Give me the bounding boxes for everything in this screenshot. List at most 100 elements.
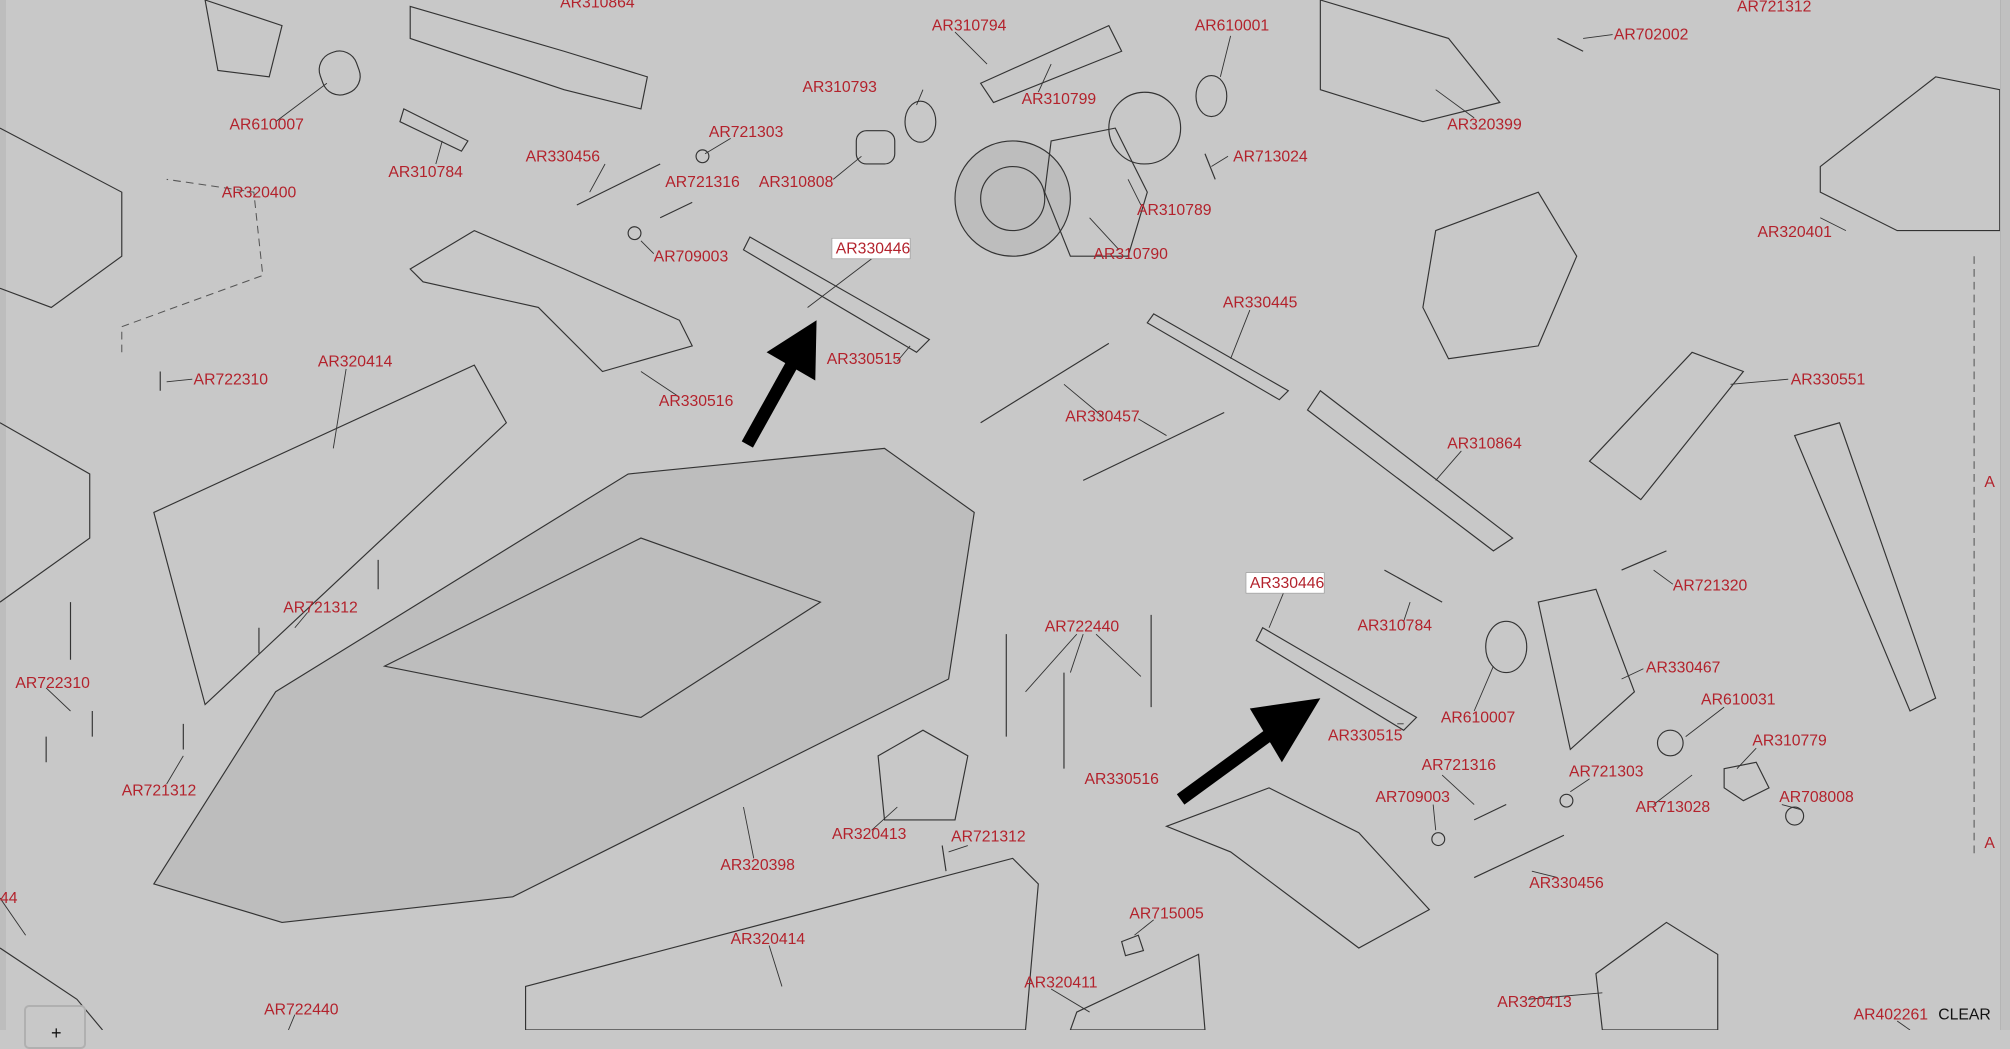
part-label[interactable]: AR330456 [1529,875,1604,892]
part-label[interactable]: AR320414 [318,353,393,370]
part-label[interactable]: AR330551 [1791,371,1865,388]
callout-arrow-2 [1176,698,1321,805]
part-ar320413-bottom [1595,921,1719,1030]
part-label-highlighted[interactable]: AR330446 [1250,575,1325,592]
part-label[interactable]: A [1984,474,1995,491]
part-label[interactable]: AR709003 [654,248,729,265]
pins-ar722440 [1005,614,1152,769]
part-label[interactable]: AR310799 [1022,91,1097,108]
part-label[interactable]: AR721320 [1673,578,1748,595]
part-label[interactable]: AR320413 [832,826,907,843]
part-ar310784-bottom [1384,569,1443,603]
part-label[interactable]: AR320411 [1024,975,1097,992]
part-label[interactable]: AR310784 [388,164,463,181]
part-label[interactable]: AR721316 [1422,757,1497,774]
part-label[interactable]: AR330516 [1084,771,1159,788]
part-label[interactable]: AR702002 [1614,27,1688,44]
part-label[interactable]: AR709003 [1375,789,1450,806]
link-ar330515-bottom [1255,626,1418,731]
part-label[interactable]: AR610007 [1441,710,1515,727]
part-label[interactable]: AR330516 [659,393,734,410]
leader-lines [0,31,1911,1030]
part-label[interactable]: AR310864 [1447,435,1522,452]
pin-ar713024 [1204,153,1216,180]
part-label[interactable]: AR610007 [229,116,303,133]
part-label[interactable]: AR402261 [1854,1007,1928,1024]
diff-assembly [1422,191,1578,360]
part-label[interactable]: AR721316 [665,174,740,191]
part-label[interactable]: AR721303 [709,124,784,141]
group-outline-left [121,178,264,353]
callout-arrow-1 [741,320,817,448]
part-label[interactable]: AR320413 [1497,994,1572,1011]
washer-ar709003-top [627,226,642,241]
right-scroll-edge[interactable] [2000,0,2010,1030]
arm-ar330516-bottom [1164,787,1431,949]
part-label[interactable]: AR310790 [1093,246,1168,263]
part-label[interactable]: AR320414 [731,931,806,948]
part-label[interactable]: AR330515 [827,351,902,368]
pin-ar721316-top [659,201,693,219]
part-label[interactable]: AR310794 [932,18,1007,35]
part-label[interactable]: AR715005 [1129,906,1204,923]
part-label[interactable]: AR330457 [1065,408,1139,425]
part-label[interactable]: AR310779 [1752,733,1827,750]
part-label[interactable]: AR320398 [720,857,795,874]
part-label[interactable]: AR721312 [283,599,357,616]
bearing-ar610007-bottom [1485,620,1528,674]
part-ar320400 [0,127,123,309]
hex-ar310779 [1723,761,1770,802]
part-ar320401 [1819,76,2001,232]
part-label[interactable]: AR721312 [1737,0,1811,16]
arm-ar330516-top [409,229,694,373]
part-label[interactable]: AR610031 [1701,692,1775,709]
small-pins [45,371,379,763]
part-label[interactable]: AR310808 [759,174,834,191]
part-label[interactable]: 44 [0,890,18,907]
nut-ar310808 [855,130,896,165]
part-label[interactable]: A [1984,835,1995,852]
part-label[interactable]: AR721312 [951,829,1025,846]
part-label[interactable]: AR610001 [1195,18,1269,35]
part-label[interactable]: AR330515 [1328,727,1403,744]
part-label[interactable]: AR713028 [1636,799,1711,816]
pin-ar721316-bottom [1473,804,1507,821]
panel-ar320414-bottom [524,857,1039,1030]
part-ar320413-mid [877,729,969,821]
part-label[interactable]: AR330445 [1223,294,1298,311]
bearing-ar610031 [1656,729,1684,757]
parts-drawing [0,0,2001,1030]
hub-ar330467 [1537,588,1636,751]
part-label[interactable]: AR722440 [264,1002,339,1019]
part-label[interactable]: AR721312 [122,783,196,800]
part-label[interactable]: AR713024 [1233,148,1308,165]
clear-button[interactable]: CLEAR [1938,1007,1991,1024]
part-label[interactable]: AR320400 [222,184,297,201]
part-label[interactable]: AR320401 [1757,224,1831,241]
plate-ar310790 [1044,127,1148,257]
zoom-in-button[interactable]: + [24,1005,86,1049]
part-label[interactable]: AR310784 [1358,617,1433,634]
part-label[interactable]: AR330467 [1646,660,1720,677]
washer-ar709003-bottom [1431,832,1446,847]
part-label[interactable]: AR722440 [1045,619,1120,636]
part-label[interactable]: AR310789 [1137,202,1212,219]
part-label[interactable]: AR320399 [1447,116,1522,133]
part-label[interactable]: AR310864 [560,0,635,12]
shock-ar330551 [1588,351,1745,501]
part-label[interactable]: AR708008 [1779,789,1854,806]
part-ar310784-top [399,108,469,152]
part-label-highlighted[interactable]: AR330446 [836,241,911,258]
part-ar721303-bottom [1559,793,1574,808]
part-label[interactable]: AR330456 [526,148,601,165]
link-ar330445 [1146,313,1290,401]
slipper-ar310789 [1108,91,1182,165]
part-label[interactable]: AR722310 [194,371,269,388]
part-label[interactable]: AR721303 [1569,763,1644,780]
part-label[interactable]: AR310793 [802,79,877,96]
part-label[interactable]: AR722310 [15,675,90,692]
shaft-ar310794 [979,24,1123,104]
bearing-ar610001 [1195,75,1228,118]
panel-ar320414 [153,364,508,706]
